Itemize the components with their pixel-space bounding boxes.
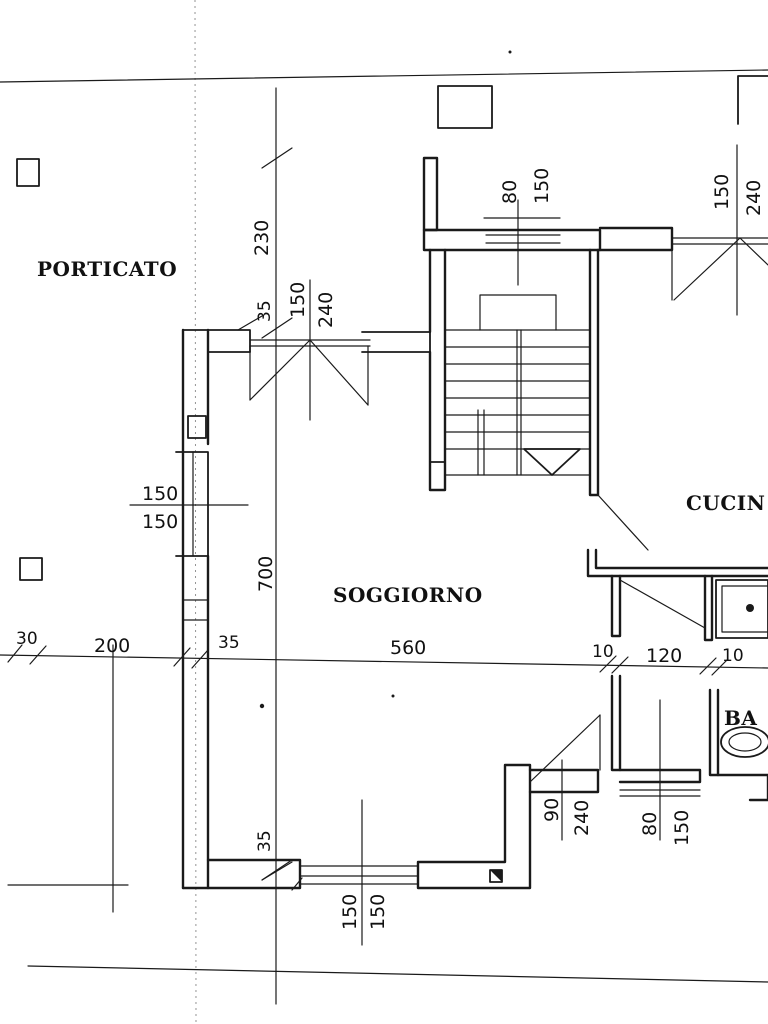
dim-stair-window-width: 80: [499, 180, 521, 204]
dim-bath-window-width: 80: [639, 812, 661, 836]
room-label-porticato: PORTICATO: [37, 257, 177, 281]
dim-bath-width: 120: [646, 645, 682, 667]
stair-top-wall: [422, 228, 602, 252]
dim-tick: [261, 147, 293, 169]
dim-door-top-thickness: 35: [255, 300, 275, 322]
wall-niche: [187, 415, 207, 439]
stair-treads: [444, 294, 591, 476]
top-window: [737, 75, 768, 125]
dim-porticato-height: 230: [251, 220, 273, 256]
stair-left-wall: [428, 248, 447, 492]
dim-porch-depth: 200: [94, 635, 130, 657]
dim-door-top-width: 150: [287, 282, 309, 318]
kitchen-door-frame: [671, 237, 768, 245]
stray-mark: [259, 703, 265, 709]
stray-mark: [391, 694, 395, 698]
horizontal-dimension-line: [0, 654, 768, 669]
kitchen-top-wall: [598, 226, 674, 252]
bath-partition: [703, 574, 714, 642]
stair-wall-top: [422, 156, 439, 232]
bath-wall-left: [610, 674, 622, 772]
horizontal-dim-ticks: [7, 644, 729, 676]
dim-wall-35: 35: [218, 633, 240, 653]
dim-tick: [237, 315, 263, 331]
kitchen-bath-wall: [594, 548, 768, 570]
stair-right-wall: [588, 248, 600, 497]
partition-diagonal: [619, 579, 706, 629]
side-window: [175, 451, 209, 557]
dim-door-top-height: 240: [315, 292, 337, 328]
bottom-window: [299, 865, 419, 885]
shower-drain: [746, 604, 754, 612]
dim-partition-10a: 10: [592, 642, 614, 662]
entry-wall-right: [361, 331, 431, 353]
corner-mark-box: [489, 869, 503, 883]
stair-post: [429, 461, 446, 491]
corner-mark: [490, 870, 502, 882]
dim-bottom-window-height: 150: [367, 894, 389, 930]
toilet-bowl: [728, 732, 762, 752]
stair-direction-arrow: [523, 448, 581, 476]
bath-door-wall: [528, 768, 600, 794]
dim-side-window-top: 150: [142, 483, 178, 505]
dim-kitchen-door-height: 240: [743, 180, 765, 216]
dim-bath-door-height: 240: [571, 800, 593, 836]
dim-bath-window-height: 150: [671, 810, 693, 846]
top-window: [437, 85, 493, 129]
dim-bottom-window-width: 150: [339, 894, 361, 930]
dim-living-width: 560: [390, 637, 426, 659]
top-reference-line: [0, 69, 768, 83]
stray-mark: [508, 50, 512, 54]
kitchen-door-swing: [673, 237, 768, 301]
bath-wall-bottom-right: [716, 773, 768, 802]
room-label-soggiorno: SOGGIORNO: [333, 583, 483, 607]
bottom-left-wall: [181, 858, 302, 890]
toilet-icon: [720, 726, 768, 758]
shower-tray: [715, 579, 768, 639]
bottom-right-wall: [416, 763, 532, 890]
dim-tick: [261, 317, 293, 339]
kitchen-bath-wall: [586, 548, 768, 578]
dim-kitchen-door-width: 150: [711, 174, 733, 210]
porch-pillar: [16, 158, 40, 187]
dim-side-window-bottom: 150: [142, 511, 178, 533]
stair-window: [485, 234, 561, 244]
scan-artifact-line: [194, 0, 197, 1024]
porch-pillar: [19, 557, 43, 581]
dim-bottom-wall-thickness: 35: [255, 830, 275, 852]
room-label-cucina: CUCIN: [686, 491, 765, 515]
shower-tray-inner: [721, 585, 768, 633]
top-left-wall: [182, 329, 251, 353]
kitchen-door-swing: [597, 494, 649, 551]
bath-wall-right: [708, 688, 720, 777]
dim-tick: [261, 861, 293, 881]
entry-door-swing: [249, 339, 369, 406]
dim-stair-window-height: 150: [531, 168, 553, 204]
bath-partition: [610, 574, 622, 638]
dim-bath-door-width: 90: [541, 798, 563, 822]
dim-living-height: 700: [255, 556, 277, 592]
dim-wall-30: 30: [16, 629, 38, 649]
bath-door-swing: [529, 714, 601, 783]
room-label-bagno: BA: [724, 706, 757, 730]
dim-tick: [291, 877, 303, 891]
dim-partition-10b: 10: [722, 646, 744, 666]
bottom-reference-line: [27, 965, 768, 983]
